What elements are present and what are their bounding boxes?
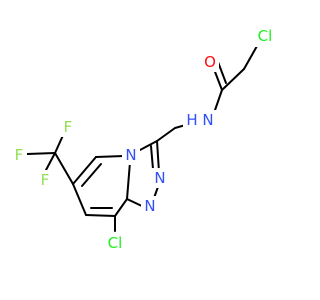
triazole-nitrogen-lower-label: N xyxy=(141,196,159,216)
atom-labels: Cl O N H N N N Cl xyxy=(11,27,279,254)
triazole-nitrogen-lower-text: N xyxy=(144,197,155,215)
oxygen-text: O xyxy=(204,53,216,71)
bridgehead-nitrogen-mask xyxy=(122,145,140,165)
bond-nbridge-c5 xyxy=(95,155,125,158)
fluorine-lower-text: F xyxy=(41,171,50,189)
fluorine-left-label: F xyxy=(11,145,27,165)
bond-c8a-nbridge xyxy=(126,161,131,200)
chlorine-top-label: Cl xyxy=(251,27,279,47)
bond-c7-c8-1 xyxy=(85,214,116,217)
triazole-nitrogen-upper-text: N xyxy=(154,169,165,187)
oxygen-label: O xyxy=(201,52,219,72)
bond-c5-c6-1 xyxy=(72,156,97,185)
chlorine-bottom-mask xyxy=(101,234,129,254)
fluorine-top-text: F xyxy=(64,118,73,136)
bond-c5-c6-2 xyxy=(81,163,102,187)
amide-nitrogen-label: N xyxy=(199,110,217,130)
fluorine-lower-mask xyxy=(37,170,53,190)
fluorine-left-mask xyxy=(11,145,27,165)
chlorine-top-mask xyxy=(251,27,279,47)
bond-carbonyl-nitrogen xyxy=(213,89,223,114)
fluorine-top-mask xyxy=(60,117,76,137)
bond-c3-n-upper-1 xyxy=(156,140,160,173)
fluorine-lower-label: F xyxy=(37,170,53,190)
oxygen-mask xyxy=(201,52,219,72)
bond-cf3-f-lower xyxy=(45,152,56,171)
triazole-nitrogen-lower-mask xyxy=(141,196,159,216)
fluorine-top-label: F xyxy=(60,117,76,137)
chlorine-top-text: Cl xyxy=(258,27,273,45)
molecule-structure: Cl O N H N N N Cl xyxy=(11,27,279,254)
bond-carbonyl-oxygen-2 xyxy=(217,61,227,84)
bond-c6-cf3 xyxy=(54,152,74,185)
amide-hydrogen-label: H xyxy=(183,110,201,130)
bond-c8-c8a xyxy=(114,198,128,217)
amide-nitrogen-text: N xyxy=(202,111,213,129)
chlorine-bottom-text: Cl xyxy=(108,234,123,252)
bond-cf3-f-left xyxy=(26,152,56,155)
bond-c3-n-upper-2 xyxy=(150,145,154,170)
fluorine-left-text: F xyxy=(15,146,24,164)
chlorine-bottom-label: Cl xyxy=(101,234,129,254)
bond-c3-nbridge xyxy=(139,140,158,151)
triazole-nitrogen-upper-mask xyxy=(151,168,169,188)
triazole-nitrogen-upper-label: N xyxy=(151,168,169,188)
bridgehead-nitrogen-label: N xyxy=(122,145,140,165)
bond-ch2-c3 xyxy=(156,127,176,142)
bond-cl-ch2 xyxy=(243,45,258,70)
bond-ch2-carbonyl xyxy=(221,68,245,91)
amide-hydrogen-text: H xyxy=(186,111,197,129)
amide-hydrogen-mask xyxy=(183,110,201,130)
amide-nitrogen-mask xyxy=(199,110,217,130)
bridgehead-nitrogen-text: N xyxy=(125,146,136,164)
bond-c6-c7 xyxy=(72,183,87,216)
